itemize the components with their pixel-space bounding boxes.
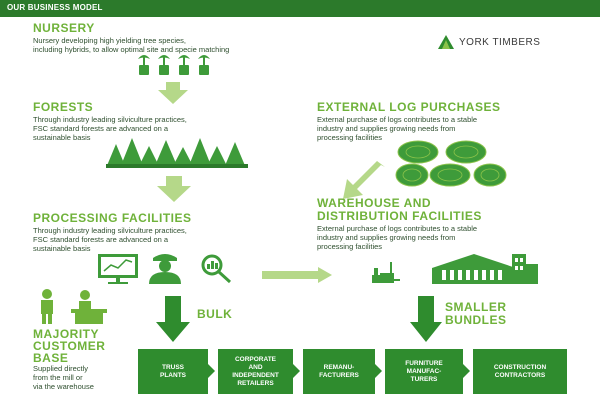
arrow-down-bulk (156, 296, 190, 342)
customer-corporate-independent-retailers: CORPORATE AND INDEPENDENT RETAILERS (218, 349, 300, 394)
processing-icons-group (98, 254, 232, 284)
monitor-chart-icon (98, 254, 138, 284)
arrow-down-smaller-bundles (410, 296, 442, 342)
forest-trees-icon (106, 138, 248, 168)
warehouse-forklift-icon (372, 254, 538, 284)
york-timbers-logo-icon (438, 35, 454, 49)
log-stack-icon (395, 140, 507, 187)
bulk-label: BULK (197, 307, 233, 321)
warehouse-description: External purchase of logs contributes to… (317, 224, 478, 251)
customer-construction-contractors: CONSTRUCTION CONTRACTORS (473, 349, 567, 394)
nursery-title: NURSERY (33, 21, 95, 35)
arrow-logs-to-processing (343, 161, 385, 199)
arrow-down-forests-to-processing (157, 176, 191, 202)
page-title: OUR BUSINESS MODEL (7, 3, 103, 12)
nursery-description: Nursery developing high yielding tree sp… (33, 36, 230, 54)
magnifier-chart-icon (201, 254, 232, 284)
processing-facilities-title: PROCESSING FACILITIES (33, 211, 192, 225)
customer-furniture-manufacturers: FURNITURE MANUFAC- TURERS (385, 349, 470, 394)
header-bar: OUR BUSINESS MODEL (0, 0, 600, 17)
customer-truss-plants: TRUSS PLANTS (138, 349, 215, 394)
processing-facilities-description: Through industry leading silviculture pr… (33, 226, 187, 253)
external-log-purchases-title: EXTERNAL LOG PURCHASES (317, 100, 501, 114)
customer-remanufacturers: REMANU- FACTURERS (303, 349, 382, 394)
arrow-processing-to-warehouse (262, 267, 332, 283)
arrow-down-nursery-to-forests (158, 82, 188, 104)
external-log-purchases-description: External purchase of logs contributes to… (317, 115, 478, 142)
customer-base-description: Supplied directly from the mill or via t… (33, 364, 94, 391)
forests-title: FORESTS (33, 100, 94, 114)
customer-base-title: MAJORITY CUSTOMER BASE (33, 327, 106, 365)
smaller-bundles-label: SMALLER BUNDLES (445, 300, 507, 327)
seedling-pots-icon (138, 55, 210, 75)
warehouse-title: WAREHOUSE AND DISTRIBUTION FACILITIES (317, 196, 482, 223)
worker-icon (149, 254, 181, 284)
forests-description: Through industry leading silviculture pr… (33, 115, 187, 142)
brand-name: YORK TIMBERS (459, 37, 541, 48)
customers-people-icon (41, 289, 107, 324)
york-timbers-brand: YORK TIMBERS (437, 34, 597, 52)
